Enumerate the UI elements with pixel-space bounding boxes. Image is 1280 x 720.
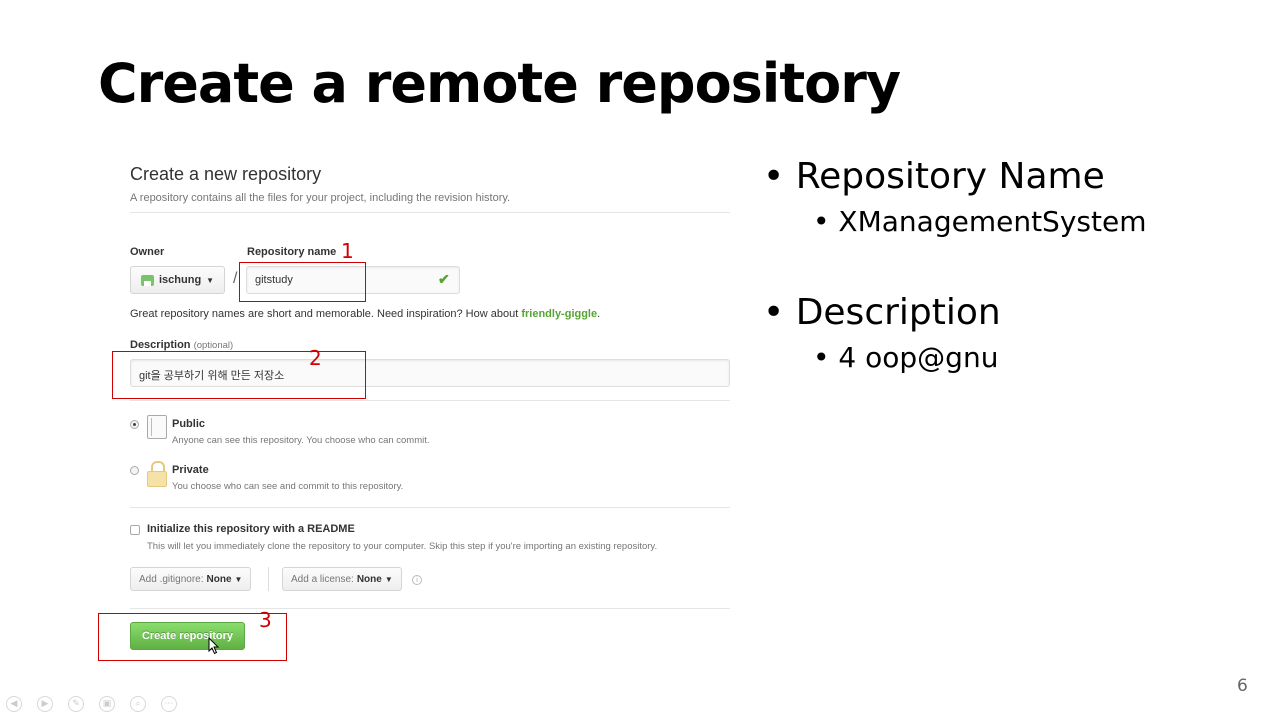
bullet-repository-name-value: • XManagementSystem [813,205,1147,238]
license-label: Add a license: [291,573,354,585]
readme-checkbox[interactable] [130,525,140,535]
name-suggestion-link[interactable]: friendly-giggle [521,308,598,320]
name-hint-text: Great repository names are short and mem… [130,308,519,320]
more-icon[interactable]: ⋯ [161,696,177,712]
avatar [141,274,154,286]
description-value: git을 공부하기 위해 만든 저장소 [139,370,285,382]
private-radio[interactable] [130,466,139,475]
owner-value: ischung [159,274,202,286]
divider [130,608,730,609]
repo-name-input[interactable]: gitstudy [246,266,460,294]
gitignore-label: Add .gitignore: [139,573,204,585]
slides-icon[interactable]: ▣ [99,696,115,712]
bullet-text: Description [795,292,1001,333]
repo-name-label: Repository name [247,246,337,258]
zoom-icon[interactable]: ⌕ [130,696,146,712]
name-hint-end: . [597,308,601,320]
slide-title: Create a remote repository [98,52,901,115]
annotation-box-1 [239,262,366,302]
repo-book-icon [147,415,167,439]
annotation-box-3 [98,613,287,661]
gitignore-dropdown[interactable]: Add .gitignore: None ▼ [130,567,252,591]
bullet-description-value: • 4 oop@gnu [813,341,999,374]
gitignore-value: None [206,573,232,585]
form-subtext: A repository contains all the files for … [130,192,511,204]
lock-icon [147,461,167,487]
public-radio[interactable] [130,420,139,429]
bullet-description: • Description [763,292,1001,333]
chevron-down-icon: ▼ [384,574,393,584]
form-heading: Create a new repository [130,164,322,184]
description-input[interactable]: git을 공부하기 위해 만든 저장소 [130,359,730,387]
optional-tag: (optional) [193,340,234,351]
public-note: Anyone can see this repository. You choo… [172,435,430,446]
annotation-marker-2: 2 [309,346,322,370]
next-slide-icon[interactable]: ▶ [37,696,53,712]
bullet-text: Repository Name [795,156,1105,197]
readme-note: This will let you immediately clone the … [147,541,658,552]
chevron-down-icon: ▼ [206,275,215,285]
name-hint: Great repository names are short and mem… [130,308,600,320]
annotation-box-2 [112,351,366,399]
divider [130,507,730,508]
description-label-text: Description [130,339,191,351]
divider [130,212,730,213]
private-title: Private [172,464,209,476]
owner-separator: / [233,270,238,287]
repo-name-value: gitstudy [255,274,293,286]
previous-slide-icon[interactable]: ◀ [6,696,22,712]
private-note: You choose who can see and commit to thi… [172,481,404,492]
info-icon[interactable]: i [412,575,422,585]
readme-title: Initialize this repository with a README [147,523,355,535]
license-dropdown[interactable]: Add a license: None ▼ [282,567,402,591]
divider [130,400,730,401]
bullet-text: XManagementSystem [838,205,1147,238]
pen-icon[interactable]: ✎ [68,696,84,712]
owner-label: Owner [130,246,165,258]
cursor-icon [208,637,220,655]
bullet-repository-name: • Repository Name [763,156,1105,197]
description-label: Description (optional) [130,339,233,351]
checkmark-icon: ✔ [438,271,450,287]
page-number: 6 [1237,676,1248,696]
annotation-marker-3: 3 [259,608,272,632]
license-value: None [356,573,382,585]
owner-dropdown[interactable]: ischung ▼ [130,266,225,294]
annotation-marker-1: 1 [341,239,354,263]
chevron-down-icon: ▼ [234,574,243,584]
separator [268,567,269,591]
bullet-text: 4 oop@gnu [838,341,999,374]
public-title: Public [172,418,206,430]
